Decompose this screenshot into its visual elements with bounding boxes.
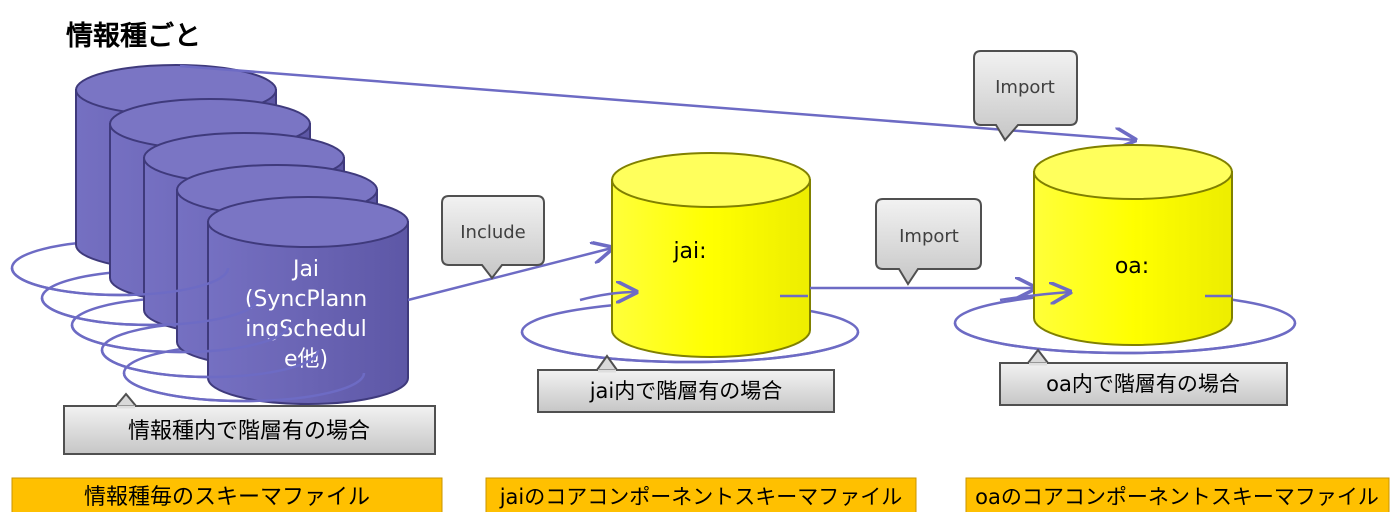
cylinder-label-line: (SyncPlann <box>245 287 367 312</box>
footer-oa-core-schema: oaのコアコンポーネントスキーマファイル <box>965 477 1390 512</box>
jai-yellow-cylinder: jai: <box>520 152 860 364</box>
import-arrow-top <box>179 64 1135 140</box>
cylinder-label-line: Jai <box>291 257 319 282</box>
note-info-type-hierarchy: 情報種内で階層有の場合 <box>63 392 436 455</box>
inner-arrow <box>999 292 1070 300</box>
note-text: 情報種内で階層有の場合 <box>128 419 370 444</box>
inner-arrow <box>579 292 636 300</box>
note-text: oa内で階層有の場合 <box>1046 372 1240 396</box>
oa-yellow-cylinder: oa: <box>953 144 1297 355</box>
diagram-heading: 情報種ごと <box>66 21 201 52</box>
import-label: Import <box>995 77 1055 98</box>
import-callout-top: Import <box>973 50 1078 142</box>
footer-jai-core-schema: jaiのコアコンポーネントスキーマファイル <box>485 477 917 512</box>
include-arrow <box>407 248 612 302</box>
footer-text: oaのコアコンポーネントスキーマファイル <box>975 485 1379 509</box>
note-jai-hierarchy: jai内で階層有の場合 <box>537 354 835 413</box>
cylinder-label-line: ingSchedul <box>245 317 367 342</box>
note-text: jai内で階層有の場合 <box>589 379 783 403</box>
include-label: Include <box>460 222 526 243</box>
cylinder-label: oa: <box>1115 254 1149 279</box>
import-label: Import <box>899 226 959 247</box>
import-callout-mid: Import <box>875 198 982 286</box>
footer-info-type-schema: 情報種毎のスキーマファイル <box>11 477 443 512</box>
footer-text: 情報種毎のスキーマファイル <box>84 485 370 510</box>
jai-purple-cylinder: Jai (SyncPlann ingSchedul e他) <box>207 196 409 405</box>
note-oa-hierarchy: oa内で階層有の場合 <box>999 348 1288 406</box>
include-callout: Include <box>441 195 545 280</box>
info-type-cylinder-stack: Jai (SyncPlann ingSchedul e他) <box>10 64 409 405</box>
footer-text: jaiのコアコンポーネントスキーマファイル <box>499 485 903 509</box>
cylinder-label: jai: <box>672 239 706 264</box>
